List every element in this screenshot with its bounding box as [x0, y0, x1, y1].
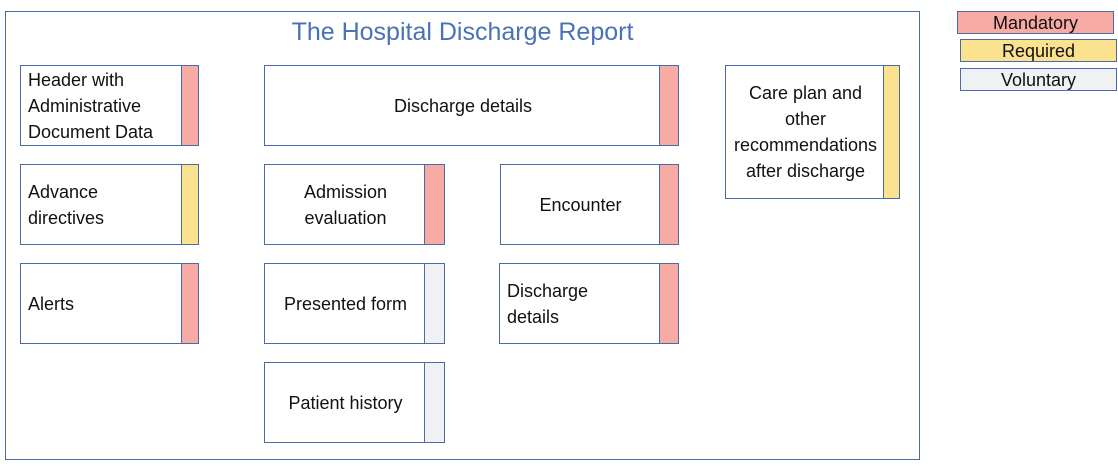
- section-label: Discharge details: [393, 95, 533, 116]
- section-discharge-details-secondary: Discharge details: [499, 263, 679, 344]
- section-label: Presented form: [283, 293, 408, 314]
- section-advance-directives: Advance directives: [20, 164, 199, 245]
- section-label: Admission evaluation: [303, 181, 388, 228]
- section-label: Care plan and other recommendations afte…: [733, 83, 878, 181]
- section-patient-history: Patient history: [264, 362, 445, 443]
- report-frame: [5, 11, 920, 460]
- section-encounter: Encounter: [500, 164, 679, 245]
- section-label: Alerts: [28, 293, 75, 314]
- section-label: Encounter: [539, 194, 622, 215]
- status-bar: [424, 164, 445, 245]
- section-label: Advance directives: [28, 181, 105, 228]
- section-label: Patient history: [288, 392, 403, 413]
- section-discharge-details-main: Discharge details: [264, 65, 679, 146]
- section-alerts: Alerts: [20, 263, 199, 344]
- section-admission-evaluation: Admission evaluation: [264, 164, 445, 245]
- legend-required: Required: [960, 39, 1117, 62]
- status-bar: [181, 164, 199, 245]
- status-bar: [424, 263, 445, 344]
- status-bar: [883, 65, 900, 199]
- legend-voluntary-label: Voluntary: [1000, 70, 1077, 90]
- section-presented-form: Presented form: [264, 263, 445, 344]
- section-header-admin-data: Header with Administrative Document Data: [20, 65, 199, 146]
- status-bar: [424, 362, 445, 443]
- report-title: The Hospital Discharge Report: [291, 18, 634, 46]
- legend-required-label: Required: [1001, 41, 1076, 61]
- status-bar: [659, 164, 679, 245]
- status-bar: [181, 65, 199, 146]
- status-bar: [659, 263, 679, 344]
- status-bar: [659, 65, 679, 146]
- section-label: Discharge details: [507, 280, 589, 327]
- status-bar: [181, 263, 199, 344]
- section-care-plan: Care plan and other recommendations afte…: [725, 65, 900, 199]
- legend-voluntary: Voluntary: [960, 68, 1117, 91]
- section-label: Header with Administrative Document Data: [28, 69, 154, 142]
- legend-mandatory-label: Mandatory: [992, 13, 1079, 33]
- legend-mandatory: Mandatory: [957, 11, 1114, 34]
